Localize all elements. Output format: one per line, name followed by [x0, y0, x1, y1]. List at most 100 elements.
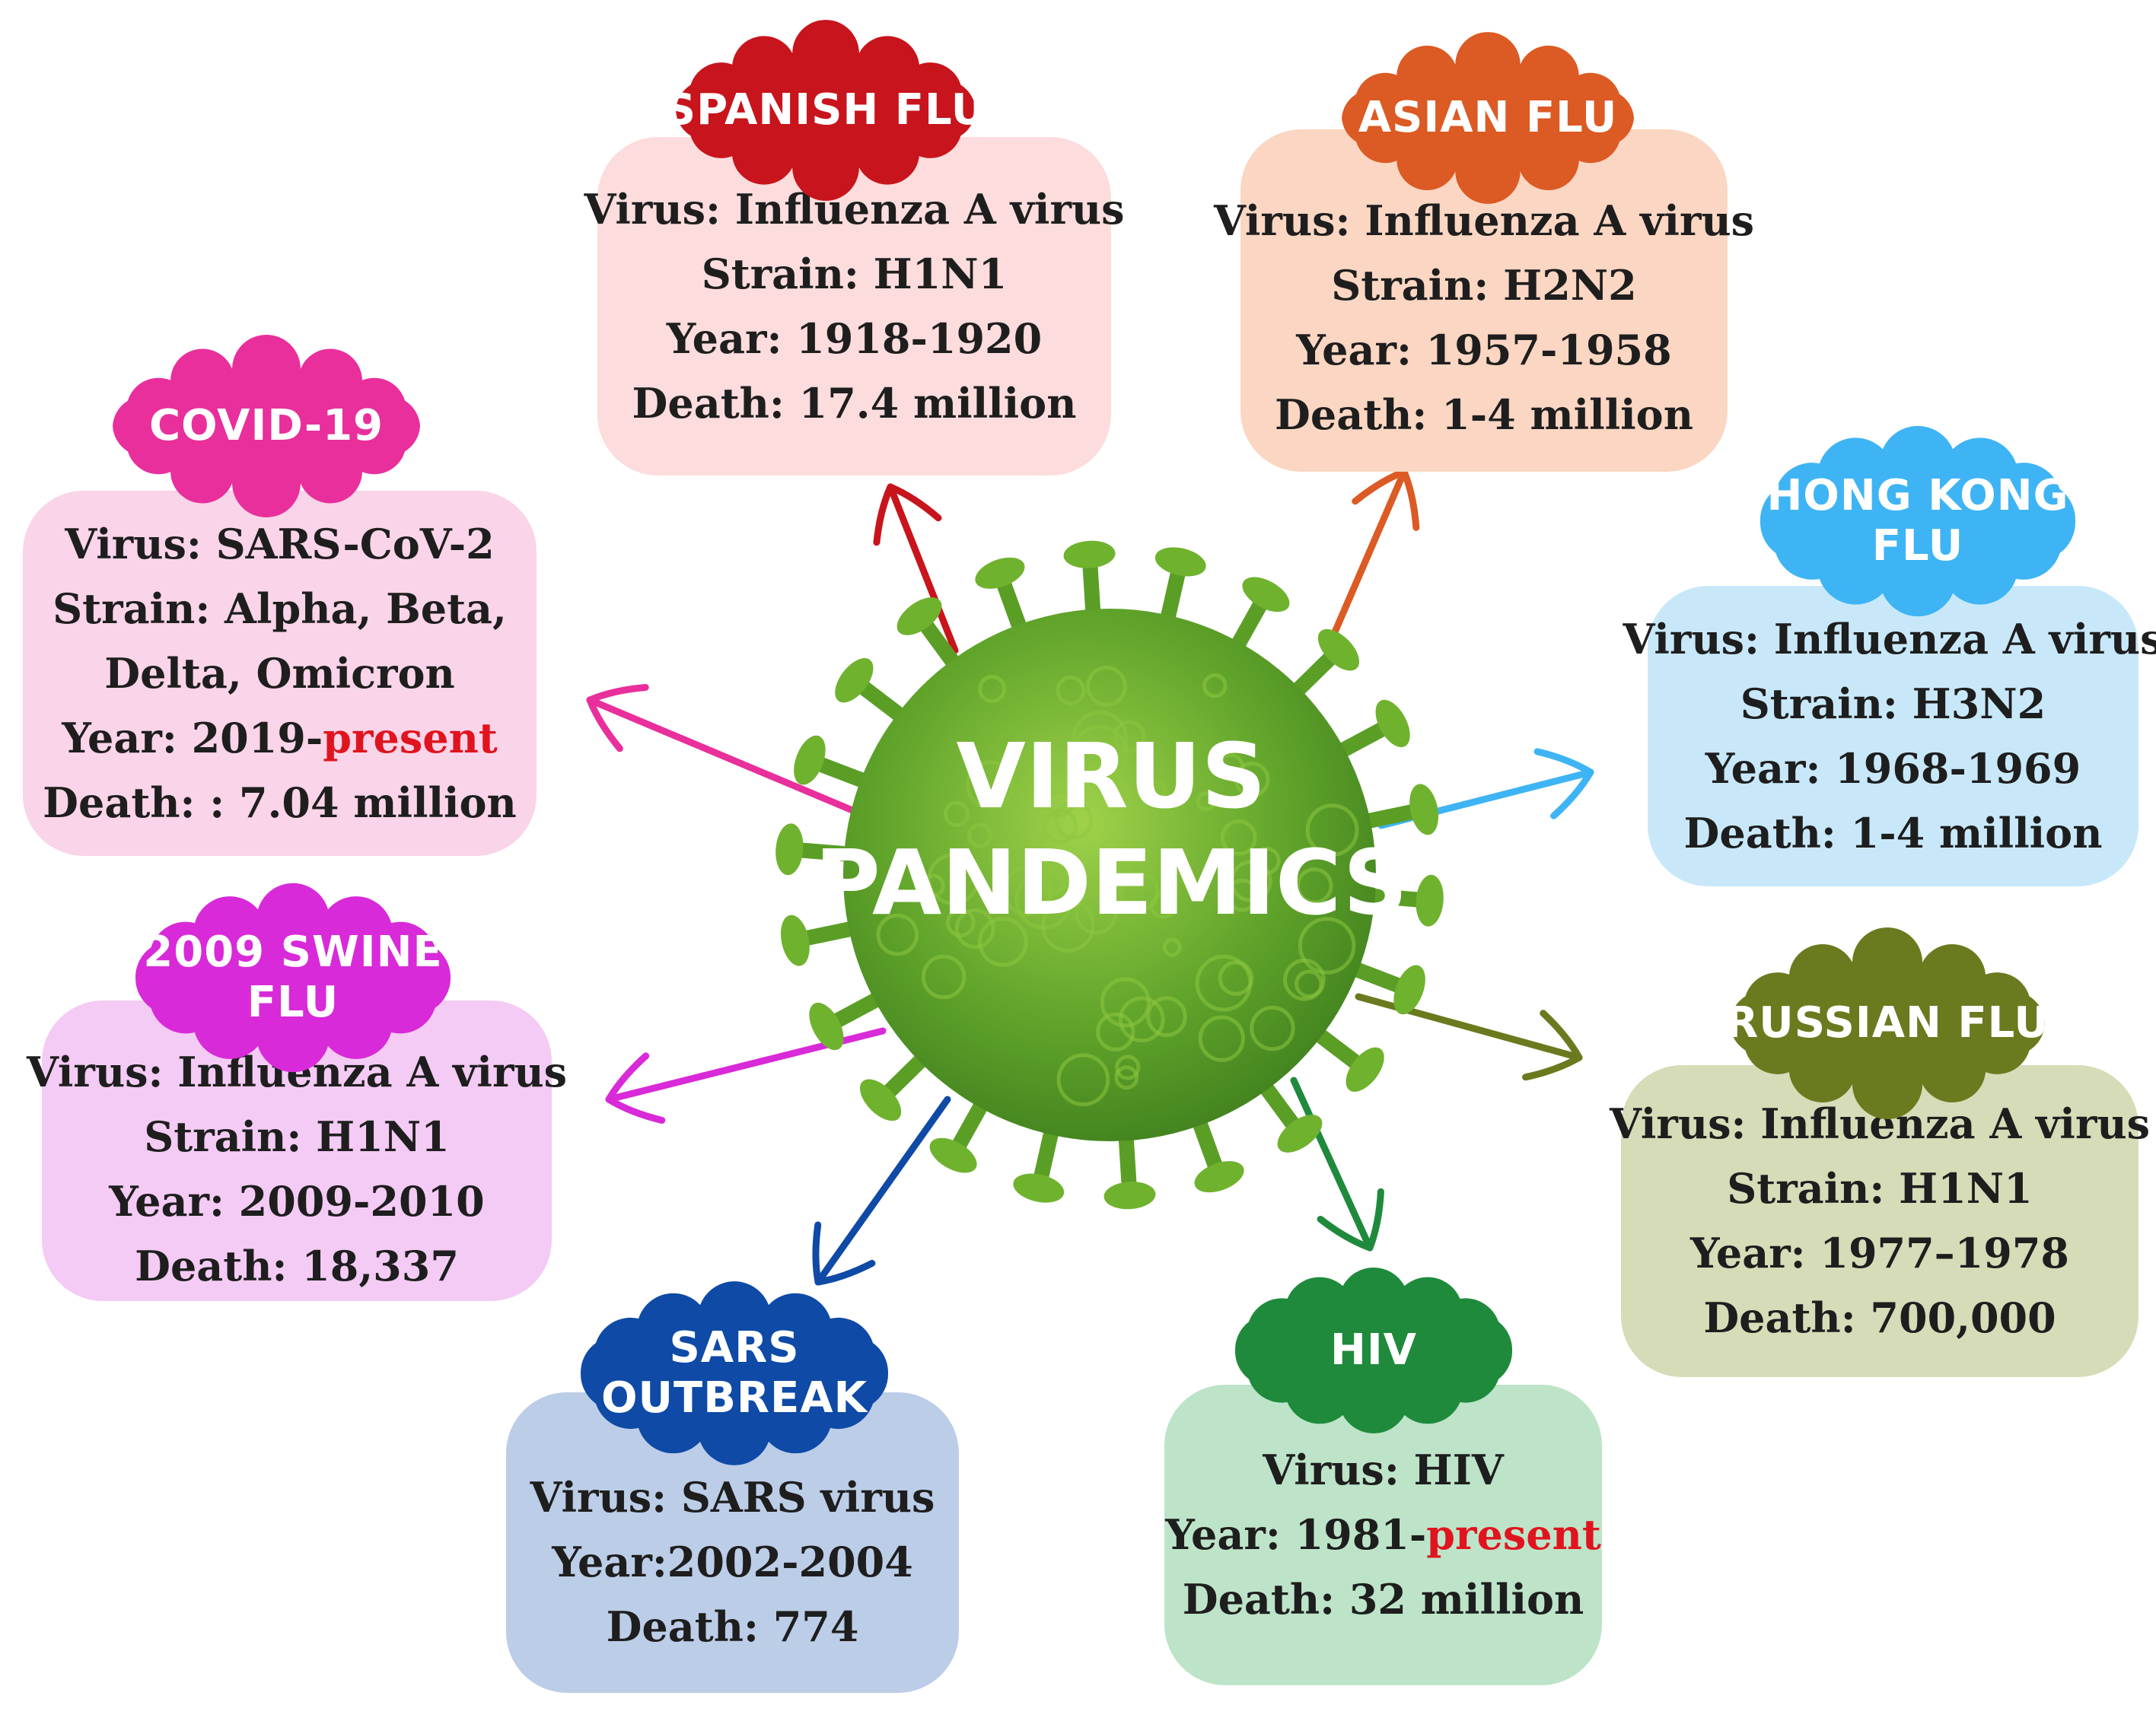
title-cloud-hiv: HIV: [1214, 1263, 1533, 1438]
cloud-shape: [1342, 32, 1634, 204]
info-line-text: Virus: SARS virus: [530, 1473, 935, 1522]
arrow-hiv: [1290, 1077, 1384, 1252]
center-title-line-1: VIRUS: [956, 724, 1266, 829]
cloud-title: RUSSIAN FLU: [1709, 940, 2066, 1107]
info-line: Year: 2009-2010: [109, 1169, 484, 1234]
info-line-text: Strain: H2N2: [1331, 261, 1637, 310]
cloud-shape: [1234, 1267, 1513, 1434]
info-line: Year:2002-2004: [552, 1530, 913, 1595]
virus-texture: [876, 666, 1359, 1107]
info-line-text: Virus: Influenza A virus: [1623, 614, 2156, 663]
cloud-title-line: 2009 SWINE: [143, 927, 443, 977]
info-line: Year: 1918-1920: [667, 307, 1042, 371]
info-line-text: Strain: Alpha, Beta,: [53, 584, 507, 633]
cloud-shape: [580, 1281, 889, 1465]
info-line: Year: 1968-1969: [1705, 736, 2081, 801]
cloud-title: ASIAN FLU: [1320, 42, 1655, 194]
info-line: Death: 774: [607, 1595, 859, 1659]
cloud-title-line: COVID-19: [148, 401, 384, 450]
info-line: Strain: H1N1: [702, 242, 1007, 307]
info-line: Death: 1-4 million: [1275, 383, 1693, 447]
info-line: Strain: H1N1: [1727, 1156, 2032, 1221]
title-cloud-asian-flu: ASIAN FLU: [1320, 32, 1655, 204]
info-line-text: Year: 1918-1920: [666, 313, 1043, 363]
info-line: Delta, Omicron: [104, 641, 455, 706]
info-line: Year: 2019-present: [62, 706, 498, 771]
info-line: Virus: Influenza A virus: [1623, 607, 2156, 672]
info-line: Year: 1981-present: [1165, 1503, 1601, 1567]
title-cloud-russian-flu: RUSSIAN FLU: [1709, 927, 2066, 1120]
cloud-title-line: HIV: [1330, 1325, 1418, 1375]
info-line-text: Year: 1957-1958: [1296, 326, 1672, 375]
cloud-title-line: FLU: [1871, 521, 1964, 571]
info-line: Death: 32 million: [1183, 1567, 1584, 1632]
info-line: Strain: H3N2: [1740, 672, 2046, 736]
info-line: Year: 1957-1958: [1296, 318, 1671, 383]
cloud-title-line: HONG KONG: [1766, 471, 2069, 520]
info-line: Virus: Influenza A virus: [1214, 189, 1754, 253]
info-line-text: Year: 2019-: [62, 713, 323, 762]
info-line: Virus: HIV: [1263, 1438, 1504, 1503]
cloud-title: HIV: [1214, 1263, 1533, 1438]
cloud-title-line: FLU: [247, 978, 339, 1027]
info-line: Strain: Alpha, Beta,: [53, 577, 507, 641]
cloud-title: COVID-19: [91, 346, 441, 506]
info-line-text: Death: 18,337: [135, 1242, 459, 1291]
info-line: Death: 18,337: [135, 1234, 459, 1299]
info-line-text: Year: 1981-: [1165, 1510, 1427, 1559]
info-line-text: Year: 2009-2010: [109, 1177, 485, 1226]
center-title-line-2: PANDEMICS: [814, 830, 1408, 935]
info-line-text: Death: 1-4 million: [1275, 390, 1693, 440]
info-line-text: Death: 17.4 million: [632, 378, 1077, 428]
cloud-shape: [1730, 927, 2045, 1120]
info-line-highlight: present: [323, 713, 498, 762]
cloud-shape: [113, 334, 420, 518]
info-line-text: Death: 700,000: [1703, 1293, 2056, 1342]
info-line: Strain: H2N2: [1331, 253, 1636, 318]
title-cloud-covid-19: COVID-19: [91, 334, 441, 518]
info-line: Death: 700,000: [1703, 1286, 2056, 1350]
info-line-text: Death: 774: [606, 1602, 859, 1652]
info-line-text: Strain: H1N1: [701, 249, 1008, 298]
center-title: VIRUS PANDEMICS: [814, 670, 1407, 989]
title-cloud-spanish-flu: SPANISH FLU: [654, 20, 997, 201]
info-line: Year: 1977–1978: [1690, 1221, 2069, 1286]
info-line-text: Year: 1977–1978: [1690, 1229, 2069, 1277]
info-line: Virus: Influenza A virus: [584, 177, 1124, 242]
cloud-shape: [1760, 425, 2076, 617]
cloud-title: SPANISH FLU: [654, 30, 997, 190]
info-line-text: Death: 1-4 million: [1683, 808, 2103, 857]
info-line: Death: 1-4 million: [1684, 801, 2103, 866]
arrow-sars-outbreak: [812, 1096, 951, 1286]
info-line: Death: : 7.04 million: [43, 771, 517, 835]
cloud-shape: [135, 883, 451, 1073]
info-line-highlight: present: [1426, 1510, 1601, 1559]
info-line-text: Virus: Influenza A virus: [584, 184, 1125, 234]
arrow-covid-19: [586, 683, 856, 814]
info-line: Virus: SARS-CoV-2: [65, 512, 494, 577]
info-line: Strain: H1N1: [144, 1105, 449, 1169]
info-line-text: Strain: H1N1: [144, 1112, 450, 1162]
info-line-text: Strain: H3N2: [1740, 679, 2046, 728]
info-line-text: Strain: H1N1: [1727, 1164, 2033, 1213]
cloud-title-line: OUTBREAK: [600, 1373, 868, 1423]
arrow-asian-flu: [1328, 468, 1420, 643]
info-line: Virus: SARS virus: [530, 1465, 935, 1530]
virus-spikes: [775, 540, 1444, 1210]
info-line-text: Year:2002-2004: [552, 1538, 913, 1587]
cloud-title-line: RUSSIAN FLU: [1725, 998, 2049, 1048]
cloud-title-line: SARS: [669, 1323, 800, 1373]
